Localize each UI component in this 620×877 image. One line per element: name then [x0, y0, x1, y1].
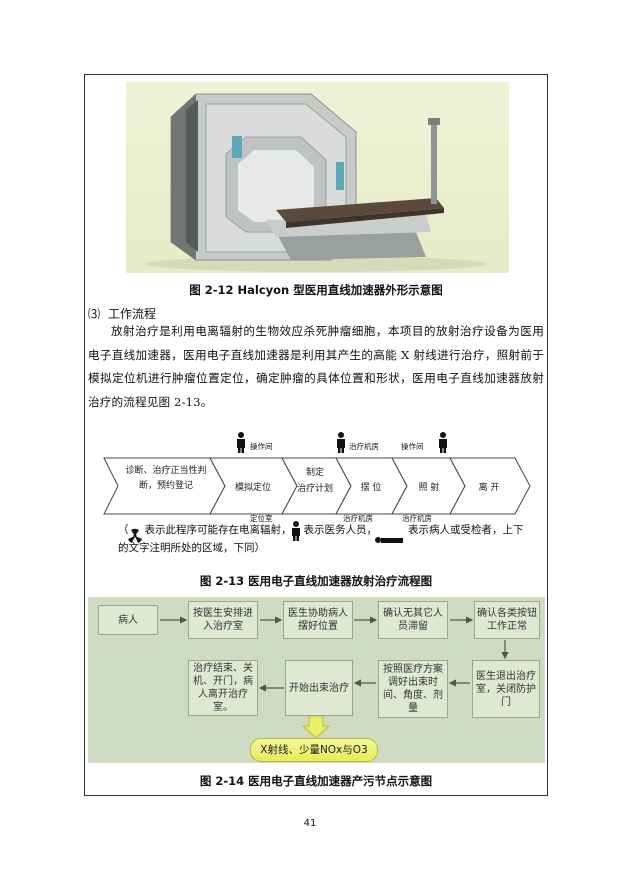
box-doctor-exit: 医生退出治疗室，关闭防护门	[472, 660, 540, 718]
staff-icon	[292, 521, 300, 541]
section-title: 工作流程	[108, 307, 157, 321]
box-enter-room: 按医生安排进入治疗室	[188, 601, 258, 639]
patient-icon	[375, 537, 403, 543]
halcyon-machine-image	[126, 82, 509, 273]
legend-open: （	[118, 524, 129, 536]
legend-staff-text: 表示医务人员，	[303, 524, 378, 536]
box-confirm-no-people: 确认无其它人员滞留	[378, 601, 448, 639]
legend-line2: 的文字注明所处的区域，下同）	[118, 542, 265, 554]
step-5-text: 照 射	[418, 483, 440, 493]
box-confirm-buttons: 确认各类按钮工作正常	[474, 601, 540, 639]
box-positioning: 医生协助病人摆好位置	[283, 601, 353, 639]
staff-icon	[439, 432, 447, 453]
step-3-line1: 制定	[305, 468, 324, 478]
area-label-positioning-room: 定位室	[250, 514, 273, 523]
section-number: ⑶	[88, 307, 101, 321]
step-4-text: 摆 位	[360, 483, 382, 493]
step-3-line2: 治疗计划	[296, 484, 333, 494]
step-6-text: 离 开	[478, 483, 500, 493]
area-label-operation-1: 操作间	[250, 442, 273, 451]
figure-2-14-caption: 图 2-14 医用电子直线加速器产污节点示意图	[199, 774, 433, 788]
box-start-beam: 开始出束治疗	[285, 660, 353, 716]
step-1-line2: 断，预约登记	[138, 481, 193, 491]
area-label-treatment-room-2: 治疗机房	[343, 514, 373, 523]
chevron-step-6	[449, 457, 531, 515]
box-set-parameters: 按照医疗方案调好出束时间、角度、剂量	[378, 660, 448, 718]
legend-radiation-text: 表示此程序可能存在电离辐射，	[144, 524, 292, 536]
staff-icon	[237, 432, 245, 453]
legend-patient-text: 表示病人或受检者，上下	[408, 524, 524, 536]
step-1-line1: 诊断、治疗正当性判	[125, 466, 207, 476]
legend: （ 表示此程序可能存在电离辐射， 表示医务人员， 表示病人或受检者，上下 的文字注明所…	[118, 521, 538, 557]
box-patient: 病人	[98, 605, 158, 635]
area-label-treatment-room: 治疗机房	[349, 442, 379, 451]
box-treatment-end: 治疗结束、关机、开门，病人离开治疗室。	[188, 660, 258, 716]
pollutant-label: X射线、少量NOx与O3	[250, 738, 378, 762]
body-paragraph: 放射治疗是利用电离辐射的生物效应杀死肿瘤细胞，本项目的放射治疗设备为医用电子直线…	[88, 324, 544, 409]
figure-2-12-caption: 图 2-12 Halcyon 型医用直线加速器外形示意图	[189, 283, 443, 297]
area-label-treatment-room-3: 治疗机房	[402, 514, 432, 523]
page-number: 41	[303, 818, 317, 829]
staff-icon	[337, 432, 345, 453]
section-heading: ⑶ 工作流程	[88, 305, 156, 322]
page-frame	[84, 74, 548, 796]
step-2-text: 模拟定位	[234, 483, 271, 493]
area-label-operation-2: 操作间	[401, 442, 424, 451]
radiation-icon	[128, 528, 142, 543]
pollutant-arrow	[301, 715, 331, 739]
figure-2-13-caption: 图 2-13 医用电子直线加速器放射治疗流程图	[199, 574, 433, 588]
